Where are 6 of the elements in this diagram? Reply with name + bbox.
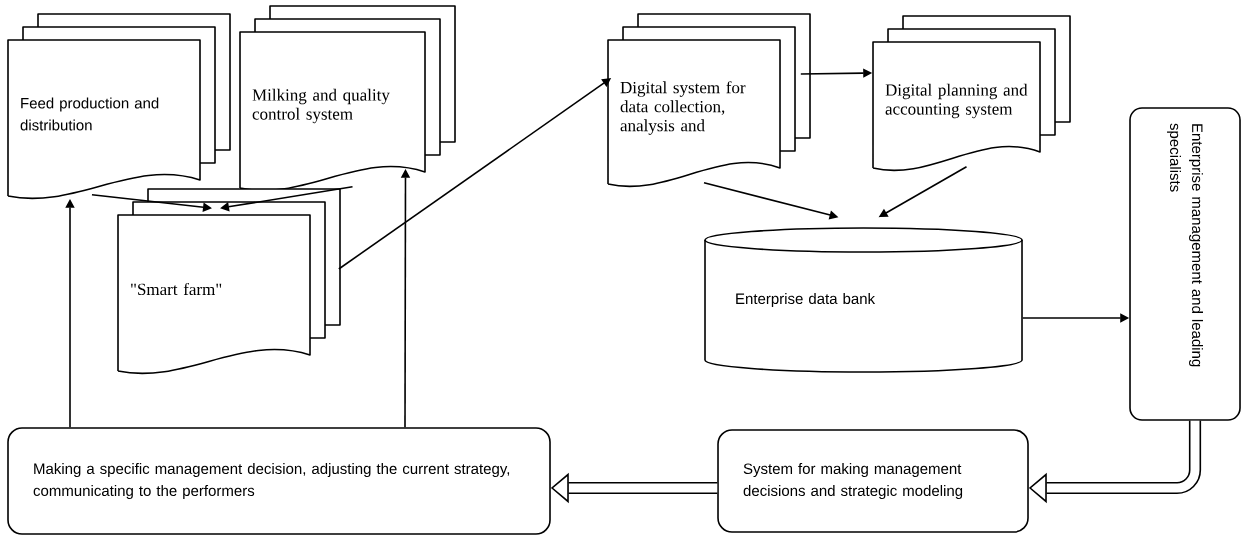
process-box: Enterprise management and leading specialists xyxy=(1129,107,1241,421)
process-box: Making a specific management decision, adjusting the current strategy, communicating to the performers xyxy=(7,427,551,535)
arrow xyxy=(220,186,354,212)
database-cylinder: Enterprise data bank xyxy=(704,227,1023,373)
arrow xyxy=(91,194,212,212)
process-box: System for making management decisions and strategic modeling xyxy=(717,429,1029,533)
